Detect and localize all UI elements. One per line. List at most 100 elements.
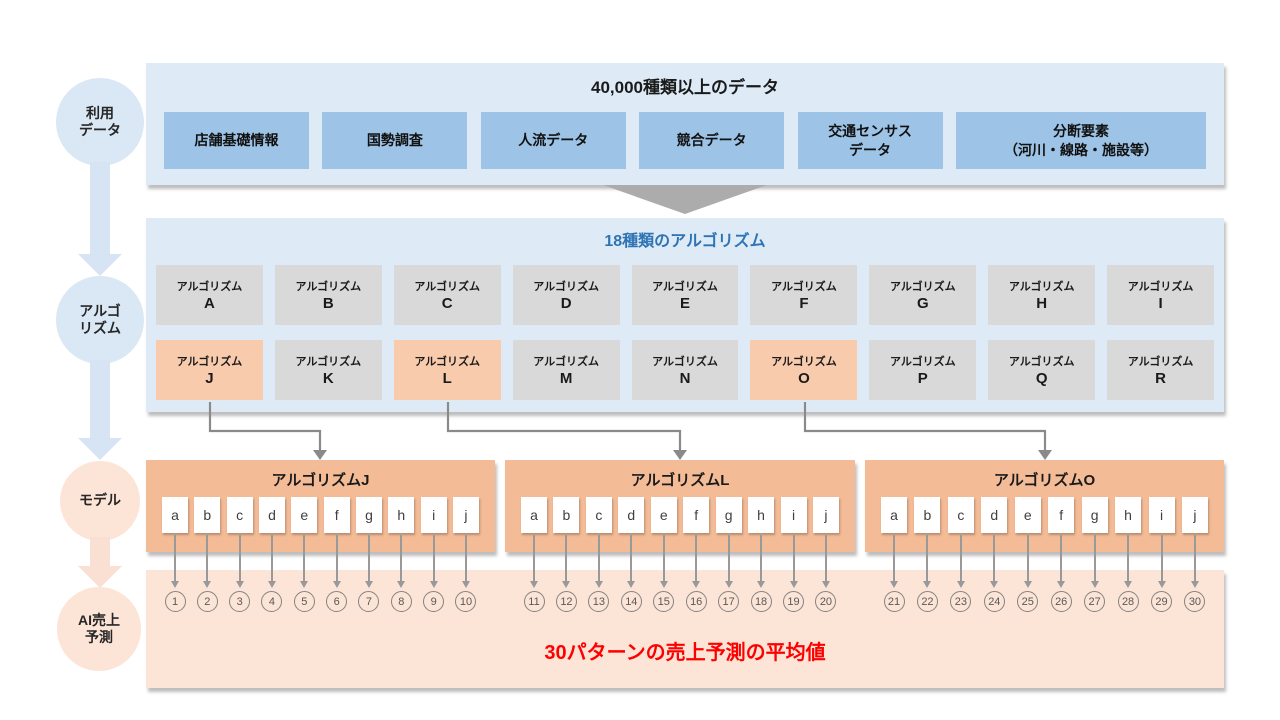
model-letter-box: c	[226, 497, 253, 533]
result-summary-text: 30パターンの売上予測の平均値	[544, 642, 826, 664]
down-arrow-icon	[300, 535, 309, 588]
model-output-column: b 2	[194, 497, 221, 612]
algorithm-box-letter: D	[560, 295, 572, 312]
model-letter-box: f	[683, 497, 710, 533]
algorithm-box-prefix: アルゴリズム	[176, 356, 243, 368]
down-arrow-icon	[789, 535, 798, 588]
model-output-column: c 23	[947, 497, 974, 612]
algorithm-box: アルゴリズム D	[512, 265, 620, 325]
algorithm-section-title: 18種類のアルゴリズム	[604, 233, 766, 250]
algorithm-box-prefix: アルゴリズム	[652, 281, 718, 293]
down-arrow-icon	[757, 535, 766, 588]
algorithm-box: アルゴリズム E	[631, 265, 739, 325]
circled-number: 27	[1084, 591, 1106, 612]
model-output-column: g 17	[715, 497, 742, 612]
algorithm-box-letter: H	[1036, 295, 1048, 312]
circled-number: 24	[983, 591, 1005, 612]
model-output-column: f 6	[323, 497, 350, 612]
stage-circle-algorithm: アルゴ リズム	[56, 276, 144, 364]
model-letter-box: i	[780, 497, 807, 533]
down-arrow-icon	[724, 535, 733, 588]
algorithm-box-prefix: アルゴリズム	[176, 281, 243, 293]
algorithm-box-prefix: アルゴリズム	[1127, 356, 1194, 368]
data-source-box: 交通センサス データ	[797, 112, 943, 169]
down-arrow-icon	[1057, 535, 1066, 588]
circled-number: 4	[261, 591, 283, 612]
down-arrow-icon	[627, 535, 636, 588]
model-letter-box: i	[420, 497, 447, 533]
down-arrow-icon	[235, 535, 244, 588]
down-arrow-icon	[364, 535, 373, 588]
algorithm-section-panel: 18種類のアルゴリズム アルゴリズム A アルゴリズム B アルゴリズム C ア…	[146, 218, 1224, 412]
model-output-column: d 24	[981, 497, 1008, 612]
down-arrow-icon	[594, 535, 603, 588]
algorithm-box-letter: K	[322, 370, 334, 387]
model-output-column: j 30	[1181, 497, 1208, 612]
model-panel-title: アルゴリズムO	[993, 472, 1096, 489]
model-output-column: c 13	[585, 497, 612, 612]
model-output-column: e 25	[1014, 497, 1041, 612]
model-output-columns-o: a 21 b 22 c 23 d 24 e 25 f	[865, 497, 1224, 612]
model-output-column: e 5	[291, 497, 318, 612]
down-arrow-icon	[78, 438, 122, 460]
flow-arrow-shaft	[90, 162, 110, 254]
circled-number: 9	[423, 591, 445, 612]
circled-number: 18	[750, 591, 772, 612]
model-output-column: i 9	[420, 497, 447, 612]
circled-number: 20	[815, 591, 837, 612]
data-source-box: 人流データ	[480, 112, 626, 169]
algorithm-box-prefix: アルゴリズム	[533, 356, 599, 368]
model-output-column: g 27	[1081, 497, 1108, 612]
algorithm-box-letter: E	[680, 295, 691, 312]
circled-number: 19	[783, 591, 804, 612]
algorithm-box-prefix: アルゴリズム	[652, 356, 718, 368]
algorithm-box: アルゴリズム F	[750, 265, 858, 325]
model-output-column: d 14	[618, 497, 645, 612]
algorithm-box-letter: F	[799, 295, 809, 312]
model-output-column: i 29	[1148, 497, 1175, 612]
algorithm-box: アルゴリズム C	[393, 265, 501, 325]
down-arrow-icon	[171, 535, 179, 588]
down-arrow-icon	[821, 535, 830, 588]
model-letter-box: d	[258, 497, 285, 533]
model-letter-box: g	[1081, 497, 1108, 533]
flow-arrow-shaft	[90, 537, 110, 566]
algorithm-box-letter: I	[1158, 295, 1163, 312]
circled-number: 22	[916, 591, 938, 612]
model-panel-title: アルゴリズムJ	[271, 472, 370, 489]
down-arrow-icon	[78, 566, 122, 588]
down-arrow-icon	[203, 535, 212, 588]
algorithm-row-1: アルゴリズム A アルゴリズム B アルゴリズム C アルゴリズム D アルゴリ…	[156, 265, 1215, 325]
algorithm-box-prefix: アルゴリズム	[1008, 356, 1075, 368]
algorithm-box: アルゴリズム K	[274, 340, 382, 400]
down-arrow-icon	[78, 254, 122, 276]
algorithm-box-prefix: アルゴリズム	[1008, 281, 1075, 293]
algorithm-box: アルゴリズム J	[156, 340, 263, 400]
circled-number: 23	[950, 591, 972, 612]
circled-number: 16	[685, 591, 707, 612]
model-letter-box: j	[452, 497, 479, 533]
data-section-panel: 40,000種類以上のデータ 店舗基礎情報 国勢調査 人流データ 競合データ 交…	[146, 63, 1224, 185]
algorithm-box-prefix: アルゴリズム	[295, 281, 362, 293]
down-arrow-icon	[429, 535, 438, 588]
circled-number: 11	[523, 591, 545, 612]
algorithm-box-prefix: アルゴリズム	[414, 356, 481, 368]
algorithm-box-letter: Q	[1035, 370, 1048, 387]
model-letter-box: f	[323, 497, 350, 533]
model-letter-box: j	[1181, 497, 1208, 533]
down-arrow-icon	[461, 535, 470, 588]
model-letter-box: i	[1148, 497, 1175, 533]
circled-number: 29	[1151, 591, 1172, 612]
down-arrow-icon	[332, 535, 341, 588]
model-output-column: h 18	[748, 497, 775, 612]
flow-arrow-shaft	[90, 360, 110, 438]
algorithm-box-prefix: アルゴリズム	[533, 281, 599, 293]
algorithm-box: アルゴリズム L	[393, 340, 501, 400]
down-arrow-icon	[1090, 535, 1099, 588]
circled-number: 10	[455, 591, 477, 612]
down-arrow-icon	[1023, 535, 1032, 588]
circled-number: 3	[229, 591, 251, 612]
model-letter-box: j	[812, 497, 839, 533]
algorithm-box-prefix: アルゴリズム	[889, 356, 956, 368]
circled-number: 5	[293, 591, 315, 612]
